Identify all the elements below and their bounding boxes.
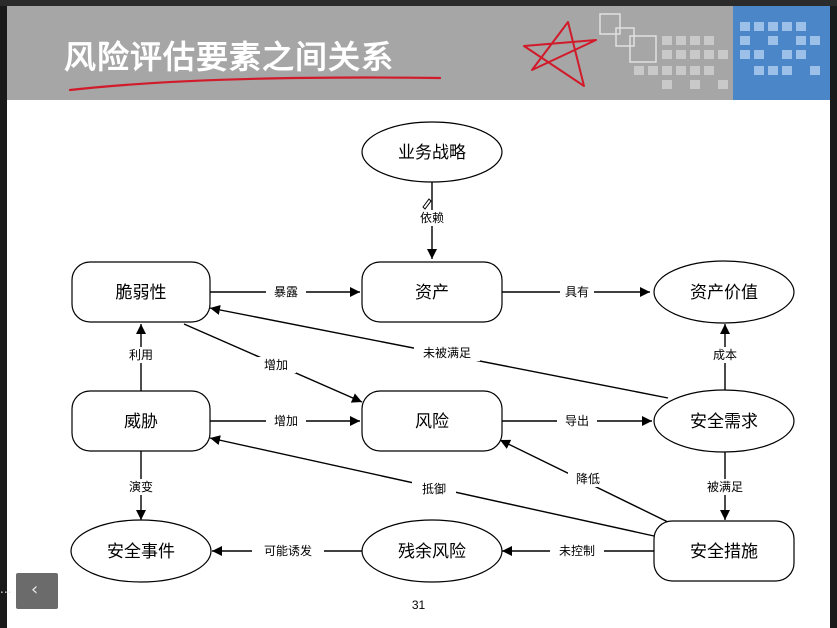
edge-label-depends: 依赖: [420, 210, 444, 225]
node-measures: [653, 520, 795, 582]
node-threat: [71, 390, 211, 452]
pen-cursor-icon: [422, 198, 432, 210]
edge-label-unmet: 未被满足: [423, 346, 471, 360]
node-label-asset: 资产: [415, 283, 449, 303]
edge-label-uses: 利用: [129, 348, 153, 362]
node-asset-value: [653, 260, 795, 324]
node-label-measures: 安全措施: [690, 542, 758, 562]
ink-star: [523, 21, 597, 87]
node-label-asset-value: 资产价值: [690, 283, 758, 303]
node-label-threat: 威胁: [124, 412, 158, 432]
node-label-strategy: 业务战略: [398, 143, 466, 163]
ellipsis-indicator: ...: [0, 582, 12, 596]
node-security-need: [653, 389, 795, 453]
node-label-vulnerability: 脆弱性: [116, 283, 167, 303]
node-strategy: [361, 121, 503, 183]
chevron-left-icon: ‹: [31, 579, 39, 600]
node-label-risk: 风险: [415, 412, 449, 432]
edge-label-evolve: 演变: [129, 479, 153, 494]
node-vulnerability: [71, 261, 211, 323]
edge-label-has: 具有: [565, 285, 589, 299]
edge-label-increase1: 增加: [264, 358, 288, 372]
header-decoration: [599, 13, 820, 89]
edge-label-may-induce: 可能诱发: [264, 543, 312, 558]
edge-label-resist: 抵御: [422, 481, 446, 496]
edge-label-uncontrolled: 未控制: [559, 544, 595, 558]
edge-label-reduce: 降低: [576, 472, 600, 486]
node-risk: [361, 390, 503, 452]
node-label-residual-risk: 残余风险: [398, 542, 466, 562]
node-residual-risk: [361, 519, 503, 583]
node-asset: [361, 261, 503, 323]
edge-label-derive: 导出: [565, 414, 589, 428]
edge-label-cost: 成本: [713, 348, 737, 362]
prev-slide-button[interactable]: ‹: [16, 573, 58, 609]
edge-label-increase2: 增加: [274, 414, 298, 428]
node-label-incident: 安全事件: [107, 542, 175, 562]
page-number: 31: [411, 598, 426, 612]
edge-label-satisfied: 被满足: [707, 480, 743, 494]
edge-label-expose: 暴露: [274, 285, 298, 299]
node-incident: [70, 519, 212, 583]
slide-title: 风险评估要素之间关系: [64, 38, 395, 76]
node-label-security-need: 安全需求: [690, 412, 758, 432]
ink-underline: [68, 76, 442, 92]
